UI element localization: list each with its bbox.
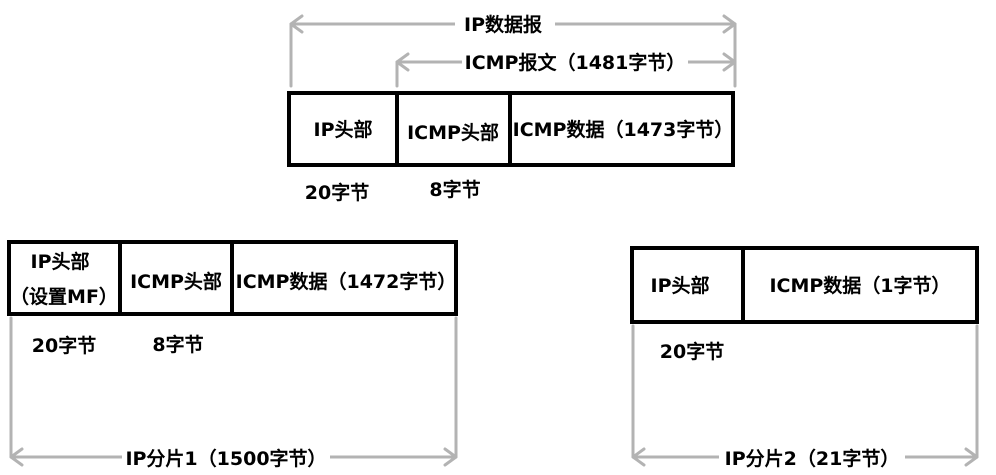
ip-header-size: 20字节	[305, 181, 369, 204]
ip-datagram-label: IP数据报	[464, 13, 542, 36]
ip-fragment-2-box: IP头部 ICMP数据（1字节）	[630, 246, 979, 324]
icmp-message-dimension: ICMP报文（1481字节）	[395, 50, 737, 88]
icmp-header-cell: ICMP头部	[407, 121, 499, 144]
fragment1-ip-header-line2: （设置MF）	[10, 285, 118, 308]
fragment1-ip-header-size: 20字节	[32, 334, 96, 357]
fragment1-ip-header-line1: IP头部	[31, 250, 90, 273]
ip-fragment-1-dimension: IP分片1（1500字节）	[9, 316, 458, 472]
fragment1-icmp-header-cell: ICMP头部	[130, 270, 222, 293]
fragment2-ip-header-cell: IP头部	[651, 274, 710, 297]
ip-header-cell: IP头部	[314, 118, 373, 141]
ip-fragment-2-dimension: IP分片2（21字节）	[631, 324, 979, 472]
fragment2-ip-header-size: 20字节	[660, 340, 724, 363]
fragment1-label: IP分片1（1500字节）	[125, 447, 326, 470]
icmp-data-cell: ICMP数据（1473字节）	[513, 118, 734, 141]
icmp-message-label: ICMP报文（1481字节）	[465, 51, 686, 74]
fragment2-label: IP分片2（21字节）	[725, 447, 900, 470]
fragment2-icmp-data-cell: ICMP数据（1字节）	[769, 274, 950, 297]
fragment1-icmp-data-cell: ICMP数据（1472字节）	[236, 270, 457, 293]
fragment1-icmp-header-size: 8字节	[152, 333, 203, 356]
ip-fragment-1-box: IP头部 （设置MF） ICMP头部 ICMP数据（1472字节）	[7, 240, 458, 316]
icmp-header-size: 8字节	[429, 178, 480, 201]
ip-datagram-dimension: IP数据报	[289, 12, 737, 88]
ip-datagram-box: IP头部 ICMP头部 ICMP数据（1473字节）	[287, 91, 735, 167]
